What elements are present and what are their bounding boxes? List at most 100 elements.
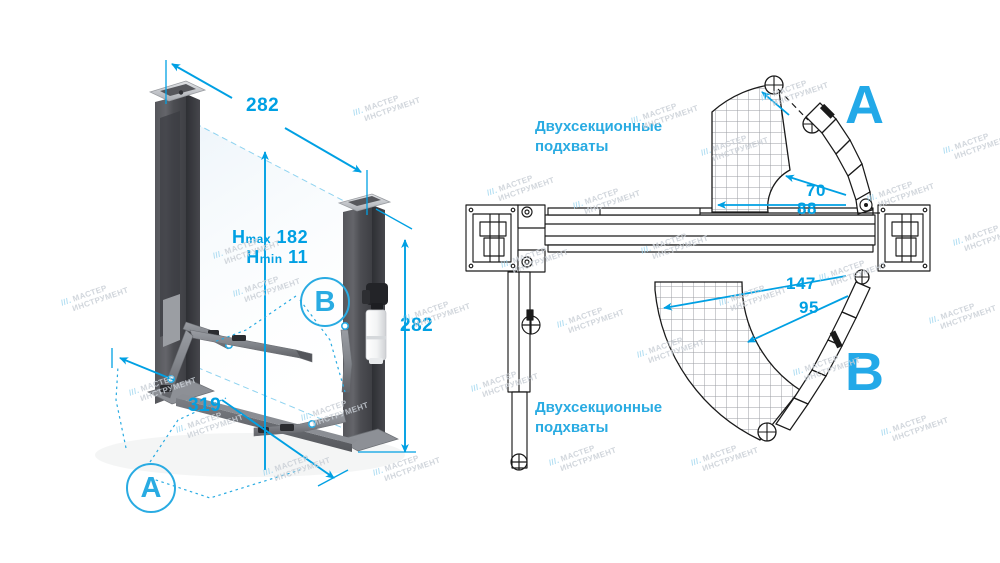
section-b-swing-diagram <box>654 269 871 442</box>
leader-a-right <box>149 397 227 463</box>
reference-plane <box>160 105 367 438</box>
callout-top-line2: подхваты <box>535 138 609 156</box>
left-plate-bolt-1 <box>468 207 474 213</box>
height-min-row: Hmin 11 <box>232 246 309 267</box>
section-a-swing-diagram <box>700 75 880 215</box>
dim-95-arrow <box>747 295 849 343</box>
right-plate-bolt-2 <box>922 207 928 213</box>
a-arm-collar <box>819 103 835 119</box>
reservoir-band <box>366 336 386 340</box>
lift-arms <box>160 321 353 437</box>
height-range-label: Hmax 182 Hmin 11 <box>232 228 308 267</box>
right-plate-bolt-1 <box>880 207 886 213</box>
b-arm-collar <box>829 330 843 349</box>
left-plate-bolt-3 <box>468 263 474 269</box>
center-beam-top-flange <box>547 207 874 216</box>
right-column-front <box>343 205 372 449</box>
motor-terminal-box <box>362 290 370 304</box>
left-pivot-lower <box>521 256 533 268</box>
hmin-subscript: min <box>259 251 283 266</box>
left-column-side <box>186 94 200 392</box>
left-plate-bolt-2 <box>510 207 516 213</box>
dimension-70: 70 <box>806 181 826 200</box>
right-plate-block-b <box>895 237 917 257</box>
reservoir-cap <box>369 358 383 364</box>
center-beam-bottom-flange <box>547 244 874 253</box>
arm-far-upper <box>340 329 353 393</box>
dimension-282-right: 282 <box>400 315 434 336</box>
left-view-dimension-lines <box>111 60 416 487</box>
callout-two-section-top: Двухсекционные подхваты <box>535 117 662 158</box>
section-a-arm-end-core <box>864 203 868 207</box>
leader-b-left <box>213 295 297 343</box>
arm-front-lower-pad <box>160 385 172 392</box>
leader-a-left <box>115 365 127 449</box>
callout-bottom-line2: подхваты <box>535 419 609 437</box>
dim-282-top-left-seg <box>171 63 233 99</box>
arm-long-upper-pad <box>232 335 246 341</box>
dimension-282-top: 282 <box>246 95 280 116</box>
section-letter-b: B <box>845 342 884 402</box>
dimension-95: 95 <box>799 298 819 317</box>
left-plate-block-b <box>483 237 505 257</box>
section-a-dimension-arrows <box>717 91 847 209</box>
left-column-cap-hole <box>160 84 196 96</box>
right-column-cap-hole <box>348 196 381 206</box>
section-marker-b: B <box>300 277 350 327</box>
leader-a-bottom <box>149 469 301 499</box>
section-a-arm <box>805 102 873 215</box>
hmax-subscript: max <box>245 232 272 246</box>
arm-pivot-3 <box>307 419 316 428</box>
center-main-beam <box>544 214 876 246</box>
dim-282-top-right-seg <box>284 127 362 173</box>
callout-top-line1: Двухсекционные <box>535 118 663 135</box>
left-cap-bolt <box>178 90 184 95</box>
callout-bottom-line1: Двухсекционные <box>535 399 663 416</box>
section-marker-a: A <box>126 463 176 513</box>
plane-edge-bottom <box>159 351 368 439</box>
plane-edge-top <box>159 104 368 214</box>
right-column <box>337 193 399 452</box>
section-a-sweep-area <box>711 83 791 213</box>
hmin-prefix: H <box>246 246 260 267</box>
lower-arm-clamp <box>526 309 534 321</box>
dimension-88: 88 <box>797 199 817 218</box>
dim-a-top-arrow <box>761 91 790 116</box>
right-plate-bolt-3 <box>880 263 886 269</box>
b-arm-seg5 <box>775 397 809 431</box>
ext-319-right <box>317 469 349 487</box>
left-isometric-view <box>95 60 416 499</box>
hmax-prefix: H <box>232 227 246 247</box>
dim-70-arrow <box>785 174 847 196</box>
b-arm-seg1 <box>841 281 871 319</box>
left-pivot-upper <box>521 206 533 218</box>
floor-crossmember <box>176 398 352 452</box>
left-plate-block-a <box>479 221 507 237</box>
left-plate-bolt-4 <box>510 263 516 269</box>
dimension-319-bottom: 319 <box>188 395 222 416</box>
left-base-plate <box>147 379 215 405</box>
arm-long-upper-tip <box>295 349 313 363</box>
ext-line-right-top <box>375 208 413 230</box>
leader-b-right <box>299 299 346 393</box>
left-knuckle-upper <box>517 204 546 229</box>
section-b-end-cross <box>758 423 776 441</box>
section-b-pivot-top-cross <box>855 270 869 284</box>
section-a-pivot-outer-cross <box>765 76 783 94</box>
center-elevation-view <box>465 204 931 471</box>
right-plate-block-a <box>891 221 919 237</box>
section-a-arm-dashed <box>777 88 809 121</box>
section-letter-a: A <box>845 75 884 135</box>
hmin-value: 11 <box>288 246 309 267</box>
left-pivot-upper-core <box>524 209 530 215</box>
arm-pivot-4 <box>340 321 349 330</box>
arm-far-lower-pad <box>280 424 294 431</box>
height-max-row: Hmax 182 <box>232 228 308 247</box>
left-pivot-lower-core <box>524 259 530 265</box>
b-arm-seg2 <box>827 311 857 347</box>
arm-far-lower <box>253 413 347 437</box>
dim-319-left-seg <box>119 357 175 381</box>
hmax-value: 182 <box>276 227 309 247</box>
